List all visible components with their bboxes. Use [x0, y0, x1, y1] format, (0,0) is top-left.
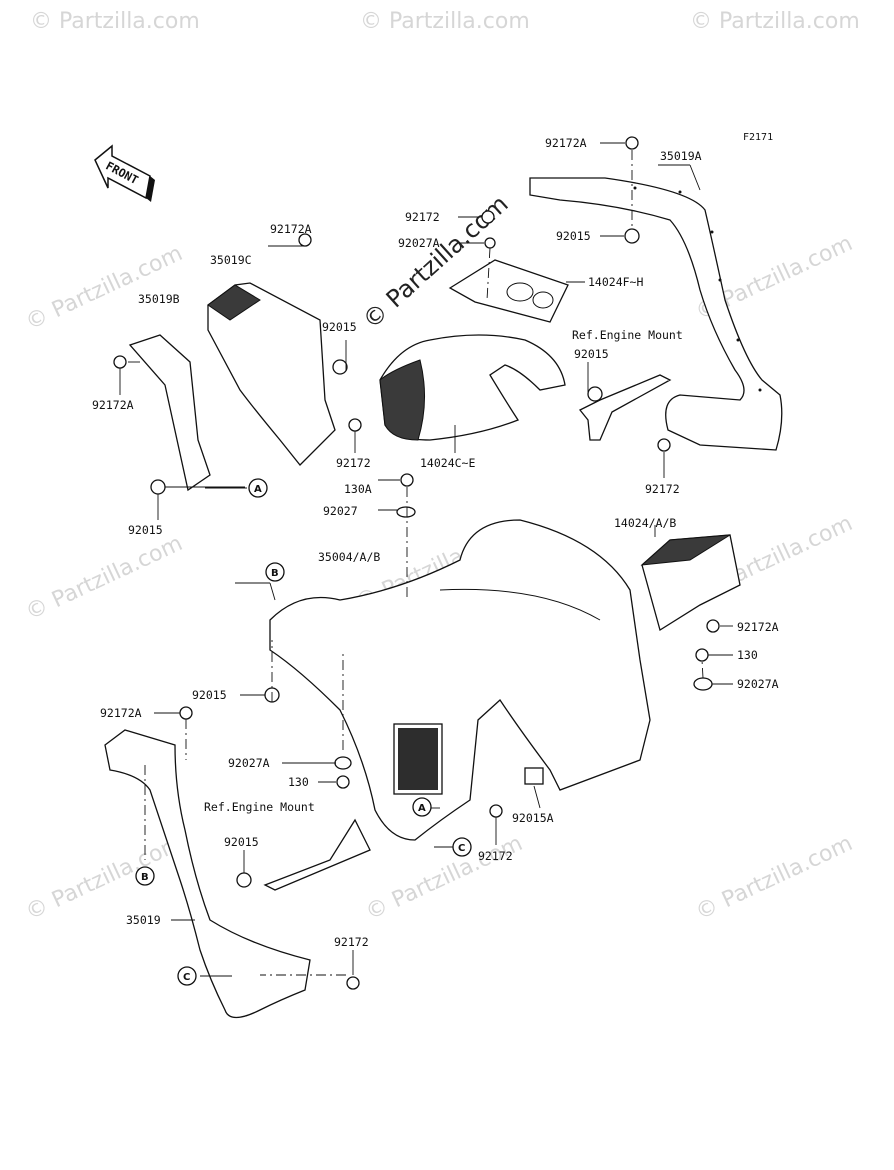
bolt-icon: [625, 136, 639, 150]
part-label: 92015: [574, 347, 609, 361]
part-label: 92027A: [737, 677, 779, 691]
svg-text:B: B: [271, 568, 279, 579]
part-label: 14024/A/B: [614, 516, 676, 530]
side-panel-35019c: [207, 282, 336, 466]
callout-a-bottom: A: [412, 797, 432, 817]
part-label: 130A: [344, 482, 372, 496]
watermark: © Partzilla.com: [362, 831, 526, 925]
part-label: 35004/A/B: [318, 550, 380, 564]
bolt-icon: [346, 976, 360, 990]
bolt-icon: [706, 619, 720, 633]
watermark: © Partzilla.com: [22, 831, 186, 925]
washer-icon: [693, 677, 713, 691]
leader-lines: [119, 142, 733, 977]
part-label: 35019: [126, 913, 161, 927]
part-label: 92027A: [228, 756, 270, 770]
svg-text:A: A: [418, 803, 426, 814]
part-label: 35019B: [138, 292, 180, 306]
top-cover-14024ce: [379, 334, 566, 441]
part-label: 92172: [645, 482, 680, 496]
svg-text:B: B: [141, 872, 149, 883]
bolt-icon: [348, 418, 362, 432]
engine-mount-bracket-top: [578, 374, 672, 441]
ref-label: Ref.Engine Mount: [572, 328, 683, 342]
washer-icon: [396, 506, 416, 518]
callout-c-mid: C: [452, 837, 472, 857]
engine-mount-bracket-bottom: [263, 818, 371, 891]
part-label: 92015: [556, 229, 591, 243]
part-label: 92172A: [100, 706, 142, 720]
alignment-lines: [144, 150, 704, 976]
part-label: 14024C~E: [420, 456, 475, 470]
callout-b-bottom: B: [135, 866, 155, 886]
ref-label: Ref.Engine Mount: [204, 800, 315, 814]
part-label: 92015A: [512, 811, 554, 825]
part-label: 35019C: [210, 253, 252, 267]
part-label: 92015: [224, 835, 259, 849]
watermark: © Partzilla.com: [22, 531, 186, 625]
front-arrow-icon: FRONT: [94, 144, 155, 202]
bolt-icon: [400, 473, 414, 487]
bolt-icon: [336, 775, 350, 789]
dash-panel-14024fh: [448, 259, 569, 323]
part-label: 130: [288, 775, 309, 789]
part-label: 92172A: [270, 222, 312, 236]
callout-a-top: A: [248, 478, 268, 498]
bolt-icon: [298, 233, 312, 247]
nut-icon: [624, 228, 640, 244]
nut-icon: [587, 386, 603, 402]
bolt-icon: [179, 706, 193, 720]
fender-flap-35019a: [529, 177, 783, 451]
bolt-icon: [657, 438, 671, 452]
watermark: © Partzilla.com: [690, 9, 860, 34]
part-label: 92172: [334, 935, 369, 949]
nut-icon: [332, 359, 348, 375]
part-label: 92172A: [92, 398, 134, 412]
nut-icon: [150, 479, 166, 495]
bolt-icon: [695, 648, 709, 662]
fender-flap-35019: [104, 729, 311, 1019]
part-label: 14024F~H: [588, 275, 643, 289]
washer-icon: [484, 237, 496, 249]
part-label: 130: [737, 648, 758, 662]
part-label: 92015: [192, 688, 227, 702]
part-label: 92172: [405, 210, 440, 224]
figure-code: F2171: [743, 132, 773, 143]
part-label: 92027A: [398, 236, 440, 250]
watermark: © Partzilla.com: [30, 9, 200, 34]
part-label: 92172: [478, 849, 513, 863]
rear-cover-14024ab: [640, 534, 741, 632]
bolt-icon: [113, 355, 127, 369]
nut-icon: [236, 872, 252, 888]
washer-icon: [334, 756, 352, 770]
part-label: 92027: [323, 504, 358, 518]
part-label: 92172: [336, 456, 371, 470]
clip-icon: [524, 767, 544, 785]
part-label: 92015: [322, 320, 357, 334]
bolt-icon: [481, 210, 495, 224]
svg-text:C: C: [458, 843, 465, 854]
watermark: © Partzilla.com: [692, 831, 856, 925]
watermark: © Partzilla.com: [22, 241, 186, 335]
part-label: 92015: [128, 523, 163, 537]
part-label: 92172A: [737, 620, 779, 634]
watermark: © Partzilla.com: [360, 9, 530, 34]
part-label: 35019A: [660, 149, 702, 163]
part-labels: 92172A 35019A 92172 92027A 92015 14024F~…: [92, 136, 779, 949]
callout-b-top: B: [265, 562, 285, 582]
part-label: 92172A: [545, 136, 587, 150]
callout-c-bottom: C: [177, 966, 197, 986]
svg-text:C: C: [183, 972, 190, 983]
bolt-icon: [489, 804, 503, 818]
main-fender-35004ab: [269, 519, 651, 841]
svg-text:A: A: [254, 484, 262, 495]
side-panel-35019b: [128, 334, 211, 492]
